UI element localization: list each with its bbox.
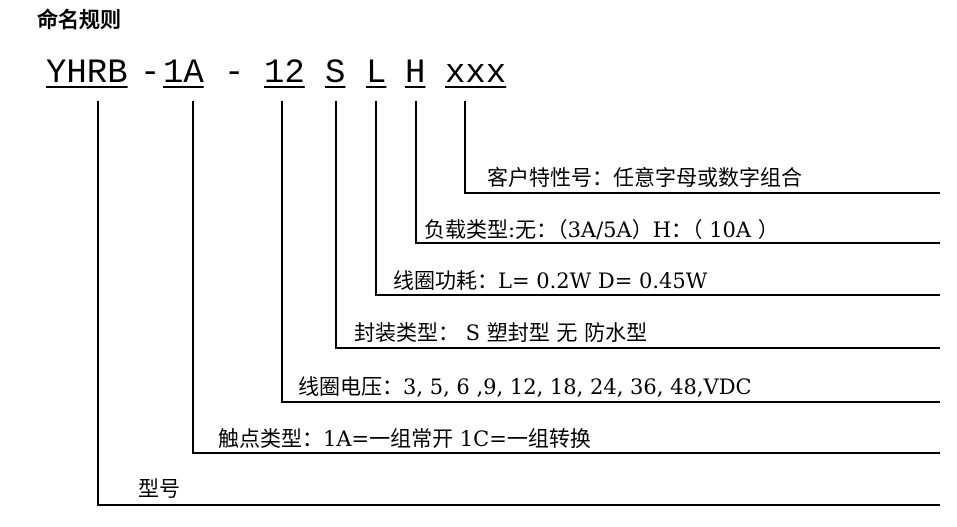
code-model: YHRB	[46, 55, 128, 93]
connector-load	[415, 101, 940, 244]
code-contact: 1A	[163, 55, 204, 93]
desc-voltage: 线圈电压：3, 5, 6 ,9, 12, 18, 24, 36, 48,VDC	[298, 375, 752, 399]
code-seal: S	[325, 55, 346, 93]
desc-seal: 封装类型： S 塑封型 无 防水型	[354, 321, 648, 345]
desc-load: 负载类型:无：（3A/5A）H：（ 10A ）	[424, 218, 779, 242]
desc-model: 型号	[138, 477, 180, 501]
desc-power: 线圈功耗：L= 0.2W D= 0.45W	[393, 269, 708, 293]
connector-custom	[464, 101, 940, 194]
code-power: L	[366, 55, 387, 93]
page-title: 命名规则	[37, 8, 121, 32]
code-separator-2: -	[224, 55, 245, 93]
desc-contact: 触点类型：1A=一组常开 1C=一组转换	[218, 427, 591, 451]
code-voltage: 12	[264, 55, 305, 93]
code-separator-1: -	[140, 55, 161, 93]
code-custom: xxx	[445, 55, 507, 93]
connector-voltage	[281, 101, 940, 403]
connector-seal	[335, 101, 940, 349]
code-load: H	[405, 55, 426, 93]
desc-custom: 客户特性号：任意字母或数字组合	[487, 166, 802, 190]
connector-model	[97, 101, 940, 506]
connector-contact	[192, 101, 940, 454]
connector-power	[375, 101, 940, 296]
